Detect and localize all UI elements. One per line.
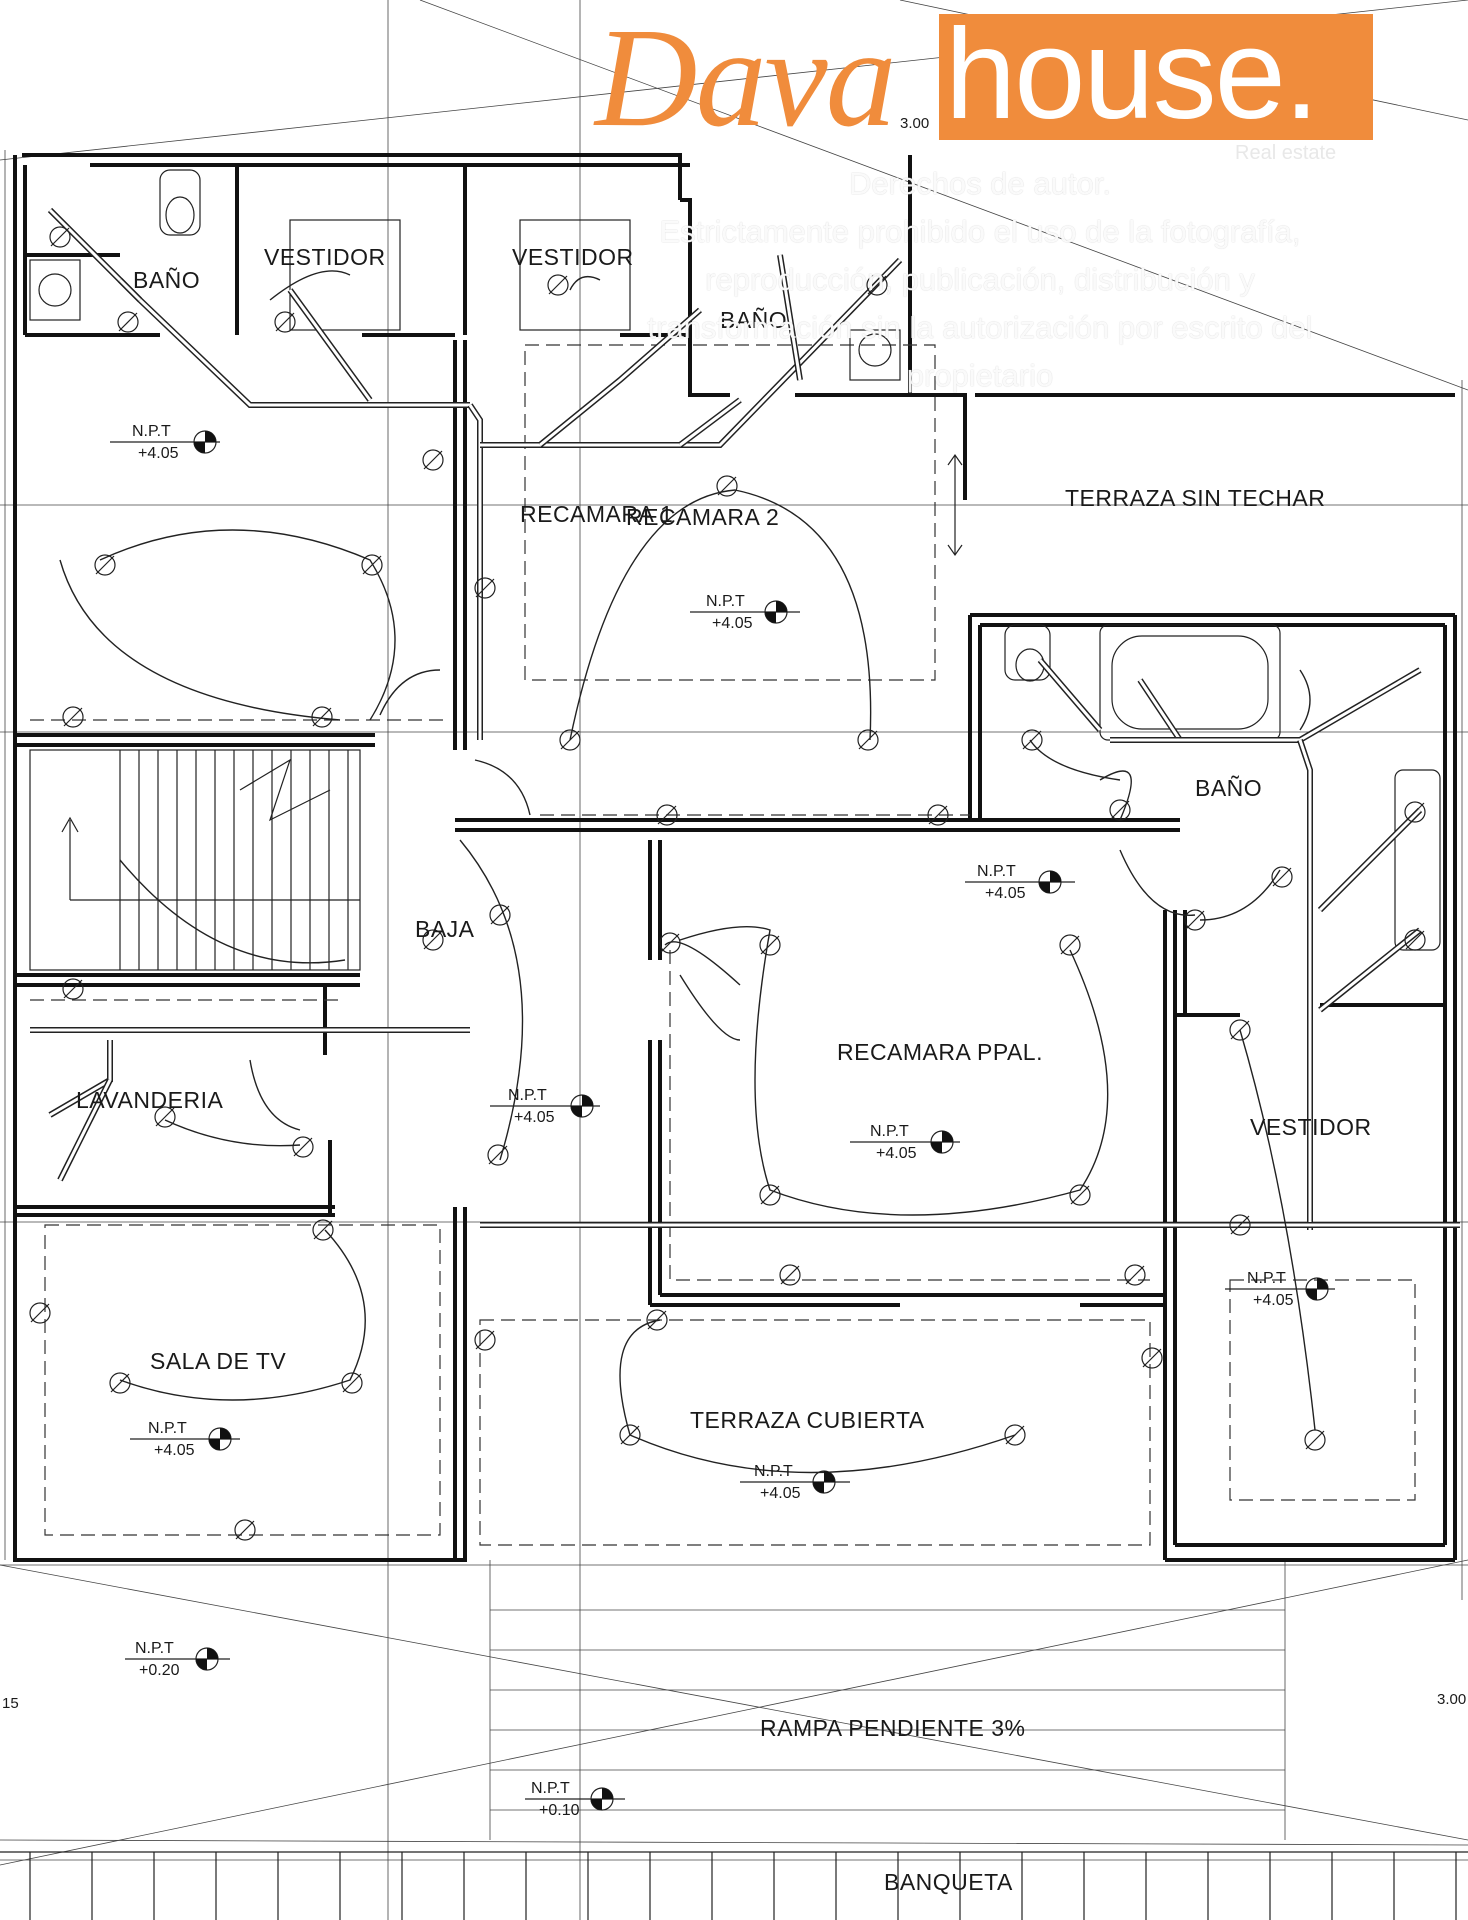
dimension-top: 3.00: [900, 115, 929, 132]
level-marker: N.P.T +0.10: [525, 1780, 625, 1819]
svg-text:N.P.T: N.P.T: [135, 1640, 174, 1657]
watermark-line: transformación sin la autorización por e…: [647, 310, 1313, 345]
banqueta-strip: [0, 1851, 1468, 1920]
svg-text:+4.05: +4.05: [514, 1109, 555, 1126]
svg-text:N.P.T: N.P.T: [754, 1463, 793, 1480]
room-label-terraza-cubierta: TERRAZA CUBIERTA: [690, 1407, 925, 1433]
walls: [13, 153, 1457, 1562]
room-label-bano-3: BAÑO: [1195, 775, 1262, 801]
room-label-recamara-2: RECAMARA 2: [626, 504, 779, 530]
room-label-rampa: RAMPA PENDIENTE 3%: [760, 1715, 1025, 1741]
level-marker: N.P.T +0.20: [125, 1640, 230, 1679]
svg-text:N.P.T: N.P.T: [148, 1420, 187, 1437]
level-marker: N.P.T +4.05: [1225, 1270, 1335, 1309]
level-marker: N.P.T +4.05: [965, 863, 1075, 902]
room-labels: BAÑO VESTIDOR VESTIDOR BAÑO RECAMARA 1 R…: [76, 244, 1372, 1895]
svg-text:+4.05: +4.05: [1253, 1292, 1294, 1309]
arcs: [59, 270, 1316, 1474]
level-marker: N.P.T +4.05: [490, 1087, 600, 1126]
svg-text:+0.20: +0.20: [139, 1662, 180, 1679]
dimension-right: 3.00: [1437, 1691, 1466, 1708]
level-marker: N.P.T +4.05: [110, 423, 220, 462]
copyright-watermark: Derechos de autor. Estrictamente prohibi…: [490, 160, 1468, 400]
svg-text:+4.05: +4.05: [760, 1485, 801, 1502]
svg-text:N.P.T: N.P.T: [706, 593, 745, 610]
svg-text:+0.10: +0.10: [539, 1802, 580, 1819]
room-label-recamara-1: RECAMARA 1: [520, 501, 673, 527]
room-label-baja: BAJA: [415, 916, 475, 942]
svg-text:+4.05: +4.05: [876, 1145, 917, 1162]
level-marker: N.P.T +4.05: [690, 593, 800, 632]
room-label-vestidor-2: VESTIDOR: [512, 244, 634, 270]
level-marker: N.P.T +4.05: [130, 1420, 240, 1459]
room-label-recamara-ppal: RECAMARA PPAL.: [837, 1039, 1043, 1065]
watermark-line: Estrictamente prohibido el uso de la fot…: [659, 214, 1301, 249]
room-label-bano-1: BAÑO: [133, 267, 200, 293]
stairs: [29, 749, 361, 971]
dimension-left: 15: [2, 1695, 19, 1712]
light-fixtures: [29, 226, 1426, 1541]
room-label-banqueta: BANQUETA: [884, 1869, 1013, 1895]
logo-text-dava: Dava: [595, 0, 897, 156]
room-label-vestidor-3: VESTIDOR: [1250, 1114, 1372, 1140]
room-label-bano-2: BAÑO: [720, 307, 787, 333]
watermark-line: reproducción, publicación, distribución …: [705, 262, 1255, 297]
level-markers: N.P.T +4.05 N.P.T +4.05 N.P.T +4.05 N.P.…: [110, 423, 1335, 1819]
svg-text:+4.05: +4.05: [138, 445, 179, 462]
svg-text:N.P.T: N.P.T: [977, 863, 1016, 880]
svg-text:N.P.T: N.P.T: [132, 423, 171, 440]
level-marker: N.P.T +4.05: [740, 1463, 850, 1502]
svg-text:N.P.T: N.P.T: [508, 1087, 547, 1104]
svg-text:N.P.T: N.P.T: [531, 1780, 570, 1797]
pipes: [30, 207, 1460, 1230]
room-label-sala-tv: SALA DE TV: [150, 1348, 286, 1374]
logo-box: [939, 14, 1373, 140]
room-label-terraza-sin-techar: TERRAZA SIN TECHAR: [1065, 485, 1325, 511]
brand-logo: Dava house. Real estate: [595, 6, 1385, 164]
svg-text:N.P.T: N.P.T: [870, 1123, 909, 1140]
svg-text:+4.05: +4.05: [154, 1442, 195, 1459]
logo-text-house: house.: [945, 3, 1319, 146]
svg-text:N.P.T: N.P.T: [1247, 1270, 1286, 1287]
room-label-vestidor-1: VESTIDOR: [264, 244, 386, 270]
watermark-line: propietario: [906, 358, 1054, 393]
svg-text:+4.05: +4.05: [985, 885, 1026, 902]
watermark-line: Derechos de autor.: [849, 166, 1111, 201]
svg-text:+4.05: +4.05: [712, 615, 753, 632]
level-marker: N.P.T +4.05: [850, 1123, 960, 1162]
logo-subtitle: Real estate: [1235, 142, 1337, 164]
room-label-lavanderia: LAVANDERIA: [76, 1087, 223, 1113]
dimension-labels: 3.00 15 3.00: [2, 115, 1466, 1712]
